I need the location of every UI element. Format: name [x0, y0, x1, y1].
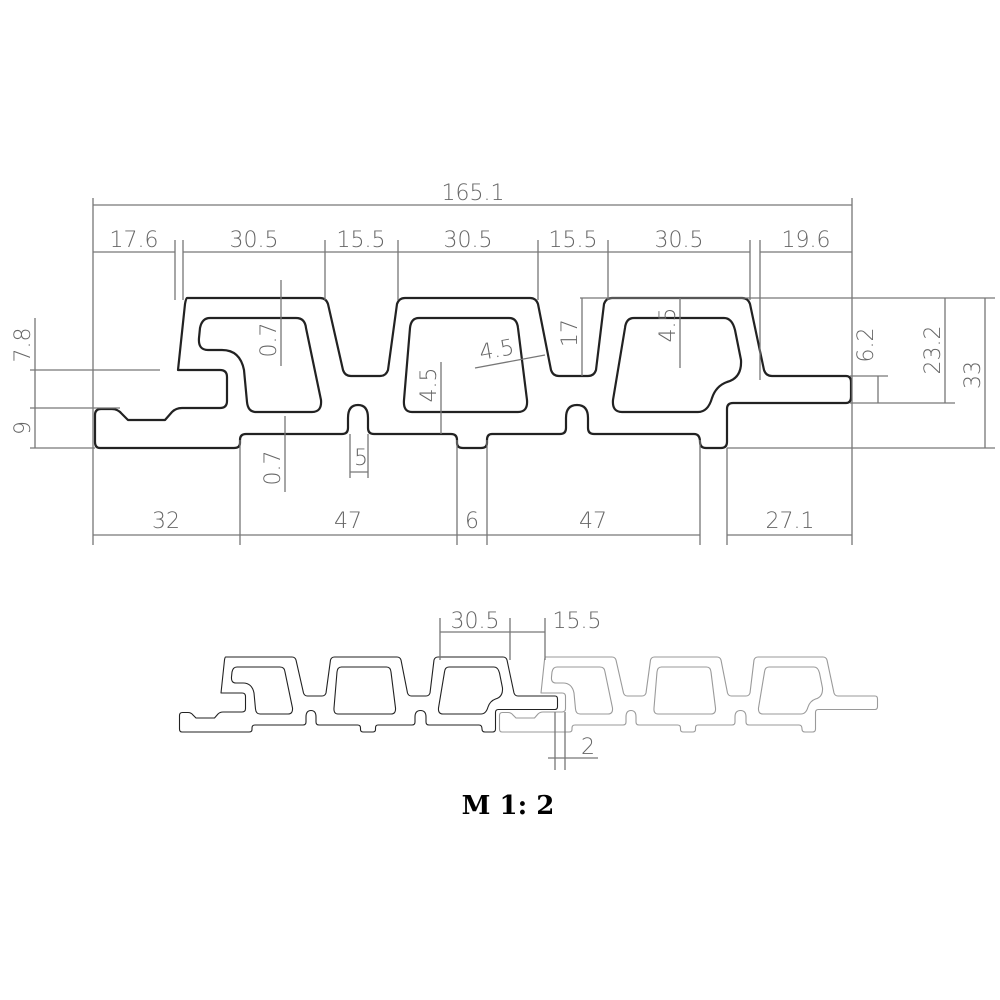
bottom-dim-label: 6 [465, 509, 479, 534]
assembly-offset-label: 2 [581, 735, 595, 760]
top-dim-label: 15.5 [549, 228, 598, 253]
assembly-tab-label: 30.5 [451, 609, 500, 634]
wall-bottom-label: 0.7 [261, 451, 286, 486]
top-dim-label: 30.5 [655, 228, 704, 253]
top-dim-label: 30.5 [230, 228, 279, 253]
assembly-gap-label: 15.5 [553, 609, 602, 634]
right-height-label: 33 [961, 361, 986, 389]
assembly-view: 30.5 15.5 2 [178, 609, 879, 770]
web-label: 4.5 [656, 308, 681, 343]
main-profile [93, 296, 853, 450]
wall-top-label: 0.7 [257, 323, 282, 358]
left-height-label: 9 [11, 421, 36, 435]
web-label: 4.5 [477, 335, 516, 366]
adjacent-profile [498, 656, 879, 733]
bottom-dim-label: 47 [579, 509, 607, 534]
left-height-label: 7.8 [11, 328, 36, 363]
scale-label: M 1: 2 [462, 791, 555, 821]
top-dim-label: 19.6 [782, 228, 831, 253]
top-dim-label: 30.5 [444, 228, 493, 253]
right-height-label: 23.2 [921, 326, 946, 375]
first-profile [178, 656, 559, 733]
groove-depth-label: 17 [558, 319, 583, 347]
extension-lines [30, 198, 995, 545]
right-height-label: 6.2 [854, 328, 879, 363]
tongue-label: 5 [354, 446, 368, 471]
web-label: 4.5 [417, 368, 442, 403]
bottom-dim-label: 32 [152, 509, 180, 534]
overall-width-label: 165.1 [442, 181, 505, 206]
bottom-dim-label: 47 [334, 509, 362, 534]
top-dim-label: 15.5 [337, 228, 386, 253]
bottom-dim-label: 27.1 [766, 509, 815, 534]
top-dim-label: 17.6 [110, 228, 159, 253]
